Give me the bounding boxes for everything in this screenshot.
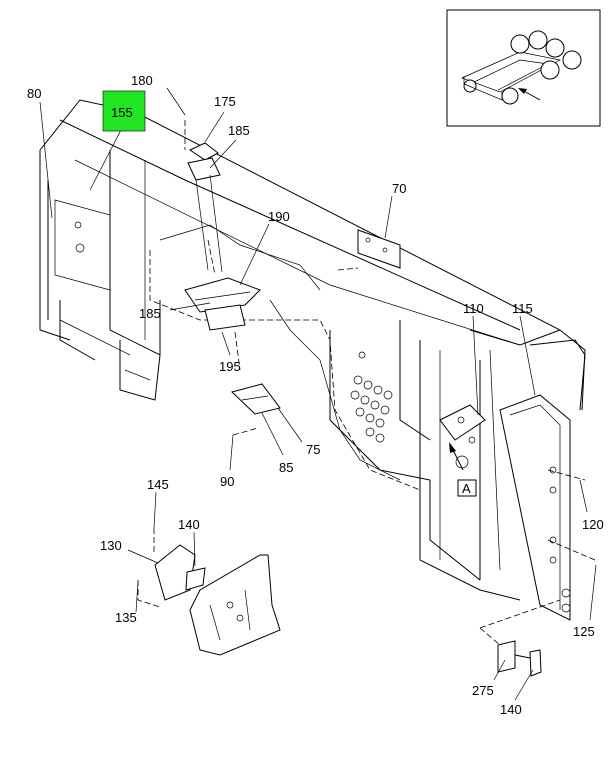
callout-185-lower: 185 [139, 306, 161, 321]
callout-275: 275 [472, 683, 494, 698]
callout-115: 115 [512, 301, 533, 316]
view-arrow-icon [449, 442, 464, 471]
plate-70 [357, 229, 401, 269]
callout-85: 85 [279, 460, 293, 475]
bracket-110 [439, 404, 486, 441]
frame-rail [499, 339, 586, 621]
view-a-box [457, 479, 477, 497]
callout-130: 130 [100, 538, 122, 553]
lower-left-detail [154, 544, 281, 656]
callout-80: 80 [27, 86, 41, 101]
bracket-75 [231, 383, 281, 415]
callout-110: 110 [463, 301, 484, 316]
crossmember-outline [39, 99, 586, 601]
callout-195: 195 [219, 359, 241, 374]
callout-140-left: 140 [178, 517, 200, 532]
inset-arrow-icon [518, 88, 541, 101]
inset-locator [446, 9, 601, 127]
callout-leaders [39, 87, 597, 701]
callout-140-right: 140 [500, 702, 522, 717]
panel-holes [74, 221, 476, 469]
callout-145: 145 [147, 477, 169, 492]
callout-125: 125 [573, 624, 595, 639]
callout-90: 90 [220, 474, 234, 489]
callout-180: 180 [131, 73, 153, 88]
callout-190: 190 [268, 209, 290, 224]
callout-155[interactable]: 155 [111, 105, 133, 120]
highlight-155-box [102, 90, 146, 132]
callout-120: 120 [582, 517, 604, 532]
callout-185-top: 185 [228, 123, 250, 138]
bottom-right-detail [497, 640, 542, 677]
inset-vehicle-icon [461, 30, 582, 105]
support-assembly [184, 142, 261, 331]
callout-70: 70 [392, 181, 406, 196]
callout-135: 135 [115, 610, 137, 625]
callout-a: A [462, 481, 471, 496]
callout-175: 175 [214, 94, 236, 109]
phantom-lines [137, 120, 596, 646]
callout-75: 75 [306, 442, 320, 457]
